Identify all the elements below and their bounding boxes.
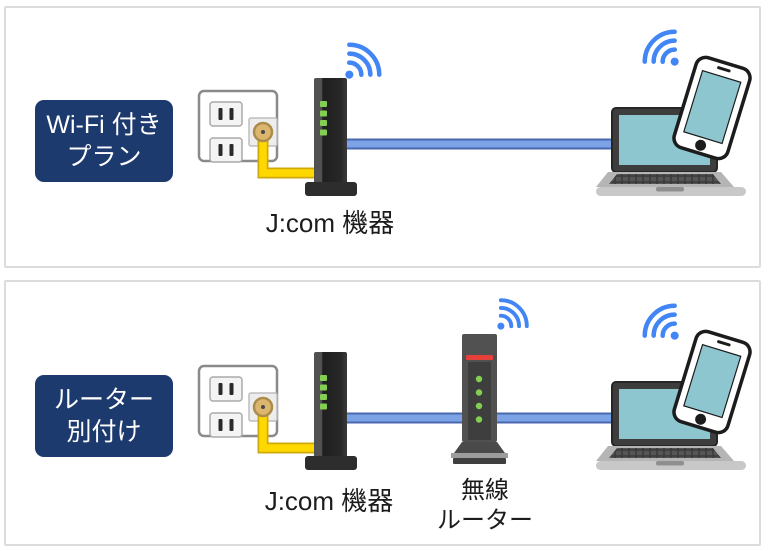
panel-wifi-plan: Wi-Fi 付き プラン bbox=[4, 6, 761, 268]
jcom-device-label: J:com 機器 bbox=[266, 208, 395, 238]
jcom-device-icon bbox=[305, 78, 357, 196]
jcom-device-icon bbox=[305, 352, 357, 470]
wireless-router-icon bbox=[451, 334, 508, 464]
badge-line-1: ルーター bbox=[54, 386, 154, 414]
panel-router-separate: ルーター 別付け bbox=[4, 280, 761, 546]
panel-router-separate-canvas: ルーター 別付け bbox=[35, 292, 752, 534]
badge-line-2: 別付け bbox=[66, 418, 141, 446]
coax-connector-icon bbox=[252, 121, 274, 143]
panel-wifi-plan-canvas: Wi-Fi 付き プラン bbox=[35, 8, 752, 238]
coax-cable bbox=[257, 409, 332, 454]
smartphone-icon bbox=[672, 329, 752, 435]
plan-badge: Wi-Fi 付き プラン bbox=[35, 100, 173, 182]
router-label-line-1: 無線 bbox=[461, 477, 509, 504]
coax-connector-icon bbox=[252, 396, 274, 418]
jcom-device-label: J:com 機器 bbox=[265, 486, 394, 516]
wifi-signal-icon bbox=[639, 26, 693, 80]
wifi-signal-icon bbox=[639, 300, 693, 354]
badge-line-2: プラン bbox=[66, 143, 141, 171]
coax-cable bbox=[257, 134, 332, 179]
plan-badge: ルーター 別付け bbox=[35, 375, 173, 457]
smartphone-icon bbox=[672, 55, 752, 161]
badge-line-1: Wi-Fi 付き bbox=[46, 111, 161, 139]
router-label-line-2: ルーター bbox=[437, 507, 533, 534]
